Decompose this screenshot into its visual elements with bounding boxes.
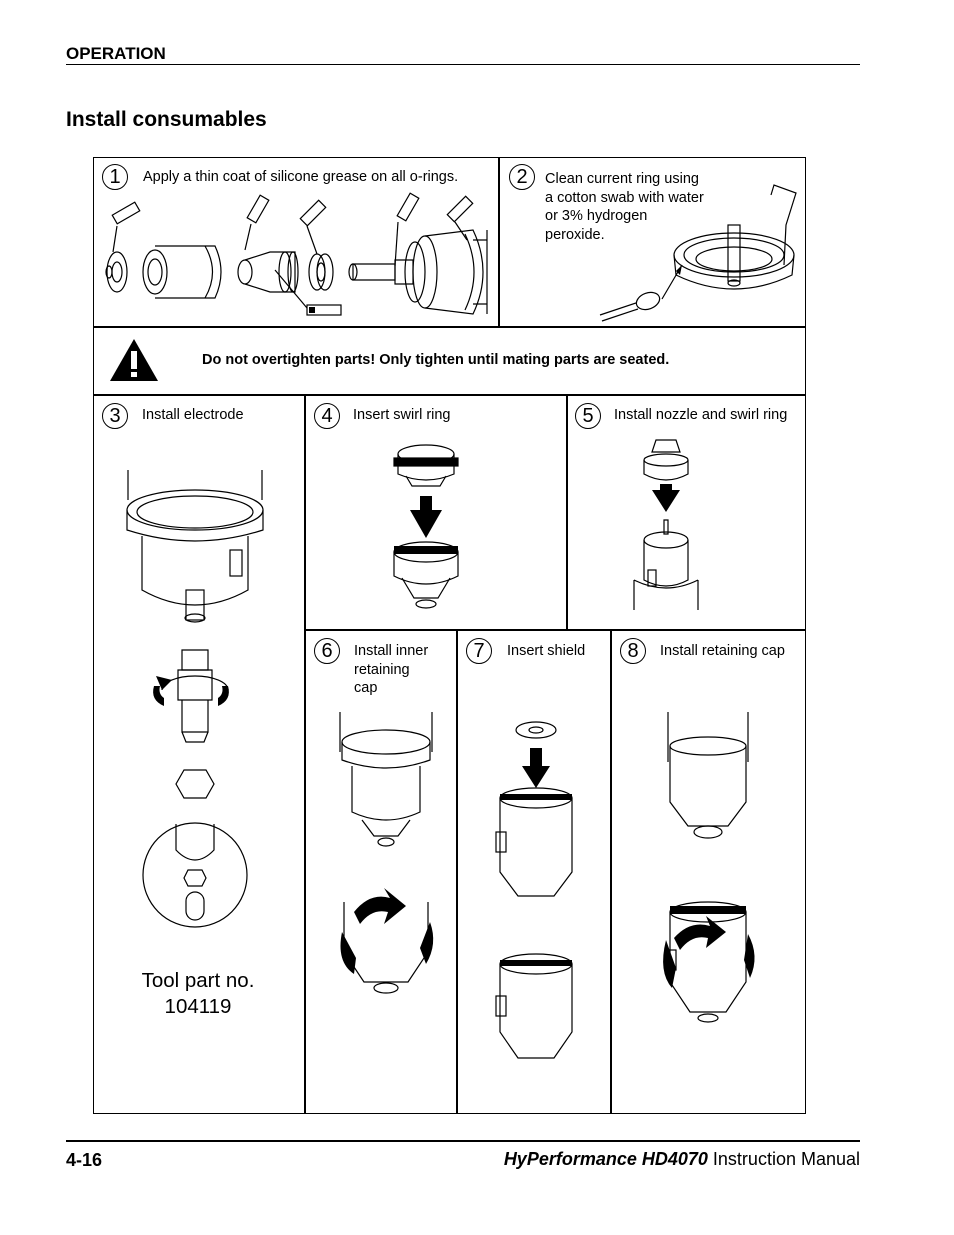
step-number-1: 1 xyxy=(102,164,128,190)
warning-text: Do not overtighten parts! Only tighten u… xyxy=(202,352,670,368)
manual-title: HyPerformance HD4070 Instruction Manual xyxy=(504,1149,860,1170)
step-3-illustration xyxy=(126,470,264,928)
step-2-line: or 3% hydrogen xyxy=(545,208,648,224)
divider xyxy=(566,394,568,630)
step-number-7: 7 xyxy=(466,638,492,664)
instruction-frame xyxy=(93,157,806,1114)
product-name: HyPerformance HD4070 xyxy=(503,1149,708,1169)
step-8-text: Install retaining cap xyxy=(660,643,785,659)
tool-part-number: 104119 xyxy=(164,995,232,1018)
grease-tube-icon xyxy=(446,195,474,241)
manual-suffix: Instruction Manual xyxy=(707,1149,860,1169)
section-label: OPERATION xyxy=(66,44,166,63)
step-2-text: Clean current ring using a cotton swab w… xyxy=(545,170,704,244)
step-number-8: 8 xyxy=(620,638,646,664)
tool-part-label: Tool part no. 104119 xyxy=(118,968,278,1020)
step-5-illustration xyxy=(633,439,699,610)
divider xyxy=(304,629,806,631)
step-6-line: retaining xyxy=(354,661,410,678)
footer-rule xyxy=(66,1140,860,1142)
step-1-illustration xyxy=(105,192,488,316)
header-rule xyxy=(66,64,860,65)
step-3-text: Install electrode xyxy=(142,407,244,423)
divider xyxy=(610,629,612,1114)
step-4-illustration xyxy=(393,444,459,609)
grease-tube-icon xyxy=(394,192,420,267)
step-2-line: a cotton swab with water xyxy=(545,189,704,206)
step-6-line: cap xyxy=(354,680,378,696)
step-6-text: Install inner retaining cap xyxy=(354,642,428,698)
step-1-text: Apply a thin coat of silicone grease on … xyxy=(143,169,459,185)
step-number-4: 4 xyxy=(314,403,340,429)
step-2-illustration xyxy=(599,184,797,322)
step-number-6: 6 xyxy=(314,638,340,664)
grease-tube-icon xyxy=(299,199,327,255)
divider xyxy=(456,629,458,1114)
page-title: Install consumables xyxy=(66,108,267,131)
step-5-text: Install nozzle and swirl ring xyxy=(614,407,788,423)
divider xyxy=(498,157,500,327)
warning-triangle-icon xyxy=(110,339,158,381)
step-4-text: Insert swirl ring xyxy=(353,407,451,423)
step-number-5: 5 xyxy=(575,403,601,429)
step-6-line: Install inner xyxy=(354,643,429,659)
grease-tube-icon xyxy=(111,201,141,253)
divider xyxy=(304,394,306,1114)
tool-line: Tool part no. xyxy=(141,969,255,992)
page-number: 4-16 xyxy=(66,1150,103,1170)
step-8-illustration xyxy=(663,712,755,1023)
grease-tube-icon xyxy=(244,194,270,251)
step-6-illustration xyxy=(339,712,434,994)
divider xyxy=(93,326,806,328)
step-2-line: Clean current ring using xyxy=(545,171,699,187)
divider xyxy=(93,394,806,396)
step-7-illustration xyxy=(495,721,573,1059)
step-2-line: peroxide. xyxy=(545,226,605,243)
step-number-2: 2 xyxy=(509,164,535,190)
step-7-text: Insert shield xyxy=(507,643,586,659)
step-number-3: 3 xyxy=(102,403,128,429)
